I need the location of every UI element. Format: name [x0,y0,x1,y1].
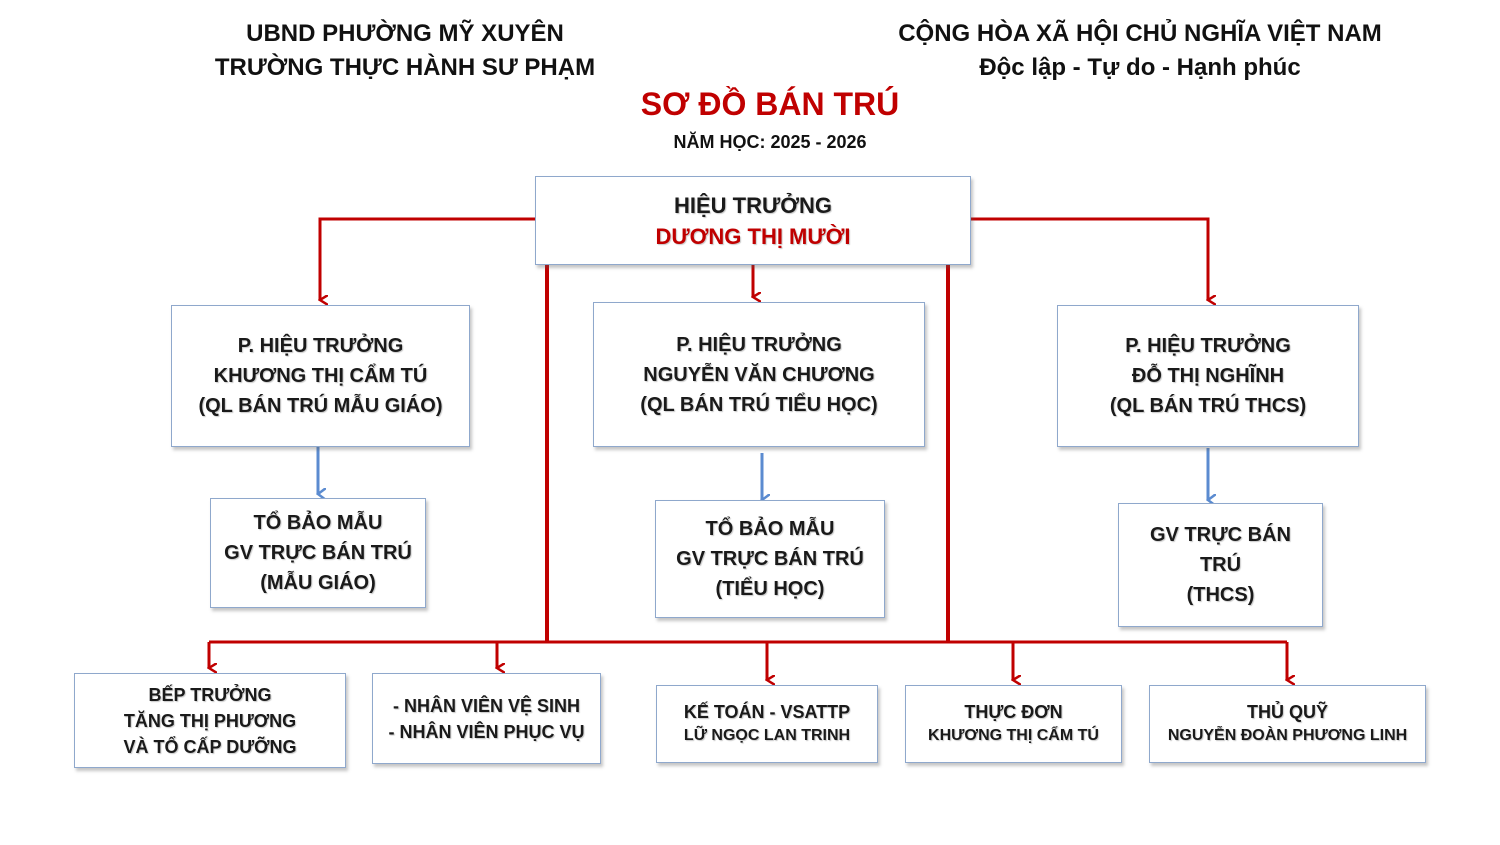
team-line: GV TRỰC BÁN TRÚ [676,548,864,570]
country-name: CỘNG HÒA XÃ HỘI CHỦ NGHĨA VIỆT NAM [898,20,1382,47]
staff-line: KẾ TOÁN - VSATTP [683,702,851,722]
vice-principal-scope: (QL BÁN TRÚ THCS) [1109,395,1307,417]
team-box-kindergarten: TỔ BẢO MẪU GV TRỰC BÁN TRÚ (MẪU GIÁO) [210,498,426,608]
page-title: SƠ ĐỒ BÁN TRÚ [640,86,900,122]
staff-line: LỮ NGỌC LAN TRINH [683,727,851,744]
team-line: TỔ BẢO MẪU [705,518,835,540]
vice-principal-role: P. HIỆU TRƯỞNG [676,333,842,356]
principal-name: DƯƠNG THỊ MƯỜI [655,223,851,249]
staff-line: NGUYỄN ĐOÀN PHƯƠNG LINH [1167,727,1408,744]
staff-line: THỰC ĐƠN [964,702,1063,722]
vice-principal-role: P. HIỆU TRƯỞNG [1125,335,1291,357]
connector-right-vice [971,217,1208,300]
principal-to-staff-connectors [209,265,1287,680]
staff-box-accounting: KẾ TOÁN - VSATTP LỮ NGỌC LAN TRINH [656,685,878,763]
staff-line: - NHÂN VIÊN PHỤC VỤ [388,721,585,742]
staff-box-service: - NHÂN VIÊN VỆ SINH - NHÂN VIÊN PHỤC VỤ [372,673,601,764]
vice-principal-scope: (QL BÁN TRÚ TIỂU HỌC) [640,393,878,416]
staff-box-menu: THỰC ĐƠN KHƯƠNG THỊ CẨM TÚ [905,685,1122,763]
vice-principal-scope: (QL BÁN TRÚ MẪU GIÁO) [198,395,443,417]
school-year: NĂM HỌC: 2025 - 2026 [673,132,867,152]
motto: Độc lập - Tự do - Hạnh phúc [979,54,1301,81]
staff-box-kitchen: BẾP TRƯỞNG TĂNG THỊ PHƯƠNG VÀ TỔ CẤP DƯỠ… [74,673,346,768]
team-line: (TIỂU HỌC) [715,578,825,600]
principal-box: HIỆU TRƯỞNG DƯƠNG THỊ MƯỜI [535,176,971,265]
principal-role: HIỆU TRƯỞNG [673,192,833,218]
vice-to-team-connectors [318,447,1208,500]
staff-line: KHƯƠNG THỊ CẨM TÚ [928,727,1099,744]
vice-principal-box-secondary: P. HIỆU TRƯỞNG ĐỖ THỊ NGHĨNH (QL BÁN TRÚ… [1057,305,1359,447]
team-line: (MẪU GIÁO) [260,572,376,594]
vice-principal-box-primary: P. HIỆU TRƯỞNG NGUYỄN VĂN CHƯƠNG (QL BÁN… [593,302,925,447]
vice-principal-name: NGUYỄN VĂN CHƯƠNG [643,363,875,386]
team-line: TRÚ [1199,554,1242,576]
vice-principal-name: ĐỖ THỊ NGHĨNH [1131,365,1285,387]
ward-name: UBND PHƯỜNG MỸ XUYÊN [246,20,564,47]
vice-principal-name: KHƯƠNG THỊ CẨM TÚ [213,365,428,387]
connector-left-vice [320,217,535,300]
vice-principal-box-kindergarten: P. HIỆU TRƯỞNG KHƯƠNG THỊ CẨM TÚ (QL BÁN… [171,305,470,447]
issuing-authority: UBND PHƯỜNG MỸ XUYÊN TRƯỜNG THỰC HÀNH SƯ… [190,17,620,85]
team-line: (THCS) [1186,584,1255,606]
staff-line: THỦ QUỸ [1247,702,1328,722]
vice-principal-role: P. HIỆU TRƯỞNG [237,335,404,357]
staff-line: BẾP TRƯỞNG [148,684,272,705]
staff-line: TĂNG THỊ PHƯƠNG [123,710,297,731]
team-box-secondary: GV TRỰC BÁN TRÚ (THCS) [1118,503,1323,627]
principal-to-vice-connectors [320,217,1208,300]
team-line: GV TRỰC BÁN [1149,524,1292,546]
staff-line: VÀ TỔ CẤP DƯỠNG [123,736,297,757]
staff-box-treasurer: THỦ QUỸ NGUYỄN ĐOÀN PHƯƠNG LINH [1149,685,1426,763]
team-line: GV TRỰC BÁN TRÚ [224,542,412,564]
team-line: TỔ BẢO MẪU [253,512,383,534]
team-box-primary: TỔ BẢO MẪU GV TRỰC BÁN TRÚ (TIỂU HỌC) [655,500,885,618]
national-motto: CỘNG HÒA XÃ HỘI CHỦ NGHĨA VIỆT NAM Độc l… [880,17,1400,85]
staff-line: - NHÂN VIÊN VỆ SINH [392,695,581,716]
school-name: TRƯỜNG THỰC HÀNH SƯ PHẠM [214,54,596,81]
